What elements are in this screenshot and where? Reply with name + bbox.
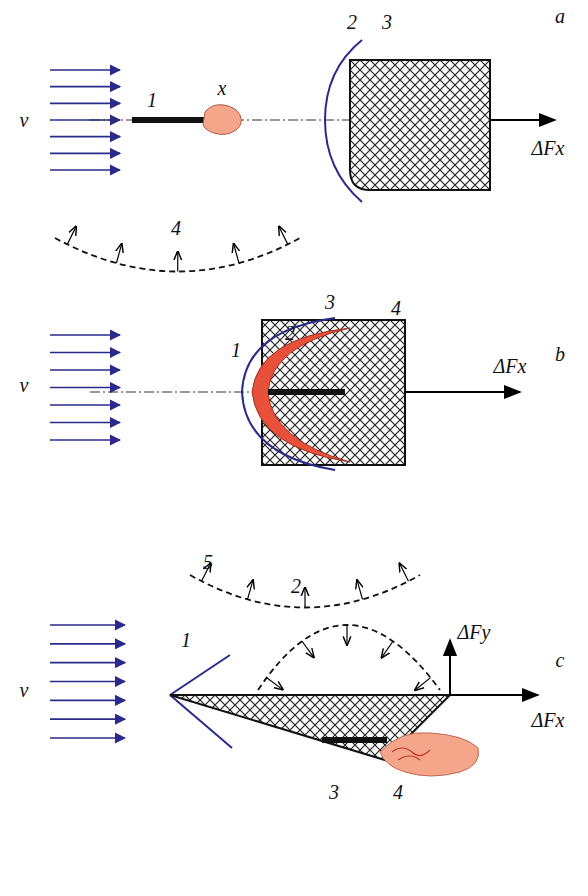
- flow-arrow: [50, 103, 120, 105]
- callout-number: 1: [147, 90, 157, 110]
- flow-arrows: [50, 625, 125, 738]
- radiation-arrow: [346, 625, 347, 645]
- panel-letter: a: [555, 6, 565, 26]
- radiation-arrow: [302, 641, 314, 657]
- flow-arrow: [50, 681, 125, 683]
- force-label: ΔFx: [494, 356, 527, 376]
- flow-arrow: [50, 718, 125, 720]
- rod: [132, 117, 208, 123]
- radiation-arrow: [177, 252, 178, 272]
- radiation-arrow: [304, 588, 305, 608]
- radiation-arrow: [234, 244, 239, 263]
- velocity-label: v: [20, 375, 29, 395]
- force-arrow: [449, 640, 451, 695]
- radiation-arrow: [399, 563, 408, 581]
- flow-arrows: [50, 335, 120, 440]
- flow-arrow: [50, 737, 125, 739]
- callout-number: 3: [382, 12, 392, 32]
- callout-number: 1: [231, 340, 241, 360]
- radiation-arrow: [116, 244, 121, 263]
- plasma-swirl: [392, 748, 430, 760]
- radiation-arc: [55, 238, 300, 272]
- force-arrow: [490, 119, 555, 121]
- callout-number: 5: [203, 552, 213, 572]
- radiation-arrows: [267, 625, 431, 690]
- radiation-arrow: [415, 678, 431, 691]
- callout-number: 1: [181, 630, 191, 650]
- flow-arrow: [50, 334, 120, 336]
- body: [350, 60, 490, 190]
- flow-arrow: [50, 369, 120, 371]
- body: [262, 320, 405, 465]
- callout-number: 2: [291, 576, 301, 596]
- flow-arrow: [50, 439, 120, 441]
- callout-number: 2: [347, 12, 357, 32]
- flow-arrow: [50, 387, 120, 389]
- radiation-arrow: [279, 226, 288, 244]
- flow-arrow: [50, 169, 120, 171]
- velocity-label: v: [20, 680, 29, 700]
- radiation-arrow: [248, 580, 253, 599]
- velocity-label: v: [20, 110, 29, 130]
- panel-letter: b: [555, 344, 565, 364]
- callout-number: 3: [329, 782, 339, 802]
- flow-arrow: [50, 153, 120, 155]
- force-label: ΔFy: [458, 622, 491, 642]
- callout-number: 2: [285, 323, 295, 343]
- flow-arrow: [50, 86, 120, 88]
- force-label: ΔFx: [532, 710, 565, 730]
- force-arrow: [450, 694, 538, 696]
- flow-arrow: [50, 422, 120, 424]
- panel-letter: c: [556, 650, 565, 670]
- flow-arrow: [50, 700, 125, 702]
- callout-number: 4: [393, 782, 403, 802]
- variable-label: x: [218, 78, 227, 98]
- flow-arrow: [50, 352, 120, 354]
- callout-number: 3: [325, 292, 335, 312]
- radiation-arc: [190, 575, 420, 608]
- plasma-cloud: [203, 105, 241, 135]
- flow-arrow: [50, 662, 125, 664]
- plasma-plume: [380, 733, 479, 776]
- force-arrow: [405, 391, 520, 393]
- force-label: ΔFx: [532, 138, 565, 158]
- radiation-arrows: [202, 563, 409, 607]
- flow-arrow: [50, 69, 120, 71]
- flow-arrow: [50, 624, 125, 626]
- radiation-arrow: [67, 226, 76, 244]
- callout-number: 4: [171, 218, 181, 238]
- axis-line: [90, 392, 260, 393]
- callout-number: 4: [391, 298, 401, 318]
- radiation-arc: [258, 625, 440, 690]
- flow-arrow: [50, 136, 120, 138]
- flow-arrow: [50, 643, 125, 645]
- rod: [268, 389, 345, 395]
- rod: [322, 737, 387, 743]
- radiation-arrow: [357, 580, 362, 599]
- radiation-arrow: [382, 641, 393, 657]
- flow-arrow: [50, 404, 120, 406]
- radiation-arrow: [267, 678, 283, 690]
